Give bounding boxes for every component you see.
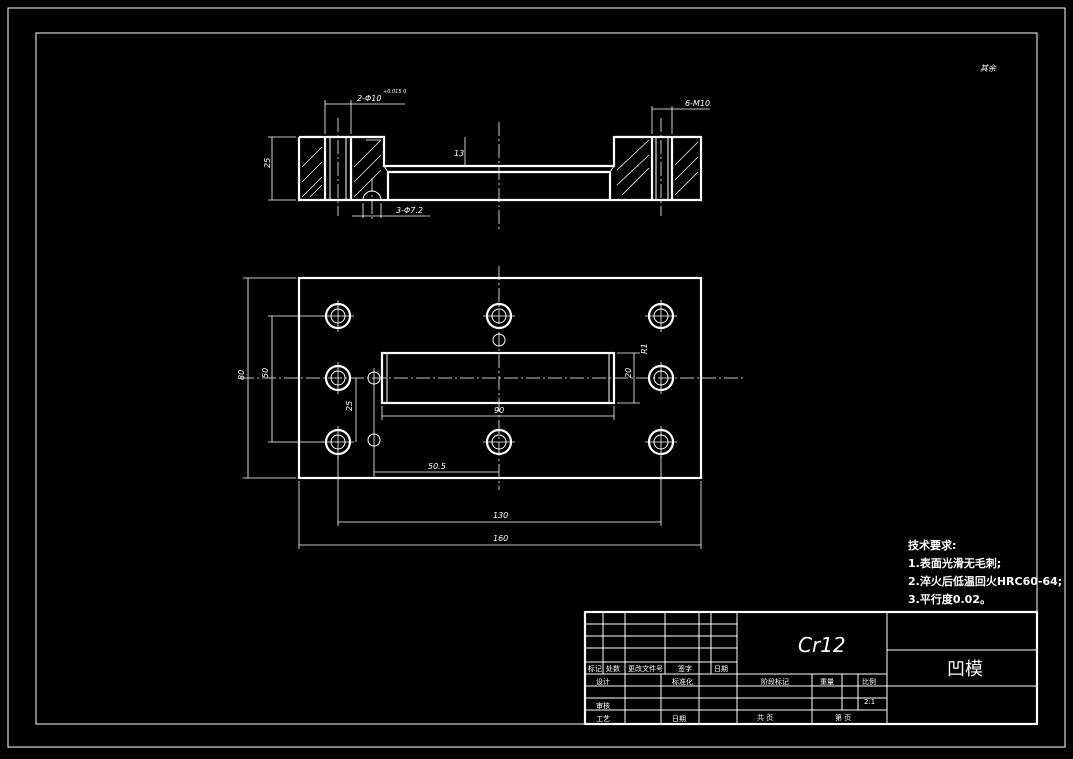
technical-requirements: 技术要求: 1.表面光滑无毛刺; 2.淬火后低温回火HRC60-64; 3.平行…	[908, 538, 1062, 606]
svg-text:第 页: 第 页	[835, 713, 851, 722]
inner-frame	[35, 32, 1038, 725]
svg-text:设计: 设计	[596, 677, 610, 686]
section-view: 25 13 2-Φ10 +0.015 0 6-M10 3-Φ7.2	[263, 89, 710, 230]
svg-text:13: 13	[454, 149, 464, 158]
svg-text:3.平行度0.02。: 3.平行度0.02。	[908, 592, 991, 606]
svg-text:50: 50	[261, 368, 270, 378]
svg-text:更改文件号: 更改文件号	[628, 664, 663, 673]
svg-text:日期: 日期	[672, 715, 686, 723]
svg-text:50.5: 50.5	[428, 462, 446, 471]
svg-text:标准化: 标准化	[672, 677, 693, 686]
svg-text:处数: 处数	[606, 664, 620, 673]
svg-text:重量: 重量	[820, 678, 834, 686]
title-block: 标记 处数 更改文件号 签字 日期 设计 标准化 审核 工艺 日期 阶段标记 重…	[583, 610, 1039, 726]
svg-text:20: 20	[624, 368, 633, 378]
svg-text:阶段标记: 阶段标记	[761, 677, 789, 686]
svg-text:+0.015 0: +0.015 0	[383, 89, 406, 95]
svg-text:审核: 审核	[596, 701, 610, 710]
svg-text:签字: 签字	[678, 664, 692, 673]
svg-text:90: 90	[494, 406, 504, 415]
svg-text:技术要求:: 技术要求:	[908, 538, 956, 552]
svg-text:2.淬火后低温回火HRC60-64;: 2.淬火后低温回火HRC60-64;	[908, 574, 1062, 588]
surface-note: 其余	[980, 64, 997, 73]
svg-text:工艺: 工艺	[596, 715, 610, 723]
svg-text:2:1: 2:1	[864, 698, 875, 706]
svg-text:160: 160	[493, 534, 508, 543]
svg-text:3-Φ7.2: 3-Φ7.2	[396, 206, 423, 215]
svg-text:25: 25	[345, 401, 354, 411]
part-name: 凹模	[947, 659, 983, 680]
svg-text:80: 80	[237, 370, 246, 380]
svg-text:日期: 日期	[714, 665, 728, 673]
svg-text:1.表面光滑无毛刺;: 1.表面光滑无毛刺;	[908, 556, 1001, 570]
svg-text:R1: R1	[640, 343, 649, 354]
material-label: Cr12	[798, 633, 846, 657]
svg-text:共 页: 共 页	[757, 713, 773, 722]
outer-border	[7, 7, 1066, 748]
svg-text:标记: 标记	[588, 664, 602, 673]
svg-text:2-Φ10: 2-Φ10	[357, 94, 381, 103]
svg-text:6-M10: 6-M10	[685, 99, 710, 108]
svg-text:比例: 比例	[862, 677, 876, 686]
svg-text:130: 130	[493, 511, 508, 520]
svg-text:25: 25	[263, 158, 272, 168]
plan-view: 80 50 25 20 R1 90 50.5 130 160	[237, 266, 746, 549]
